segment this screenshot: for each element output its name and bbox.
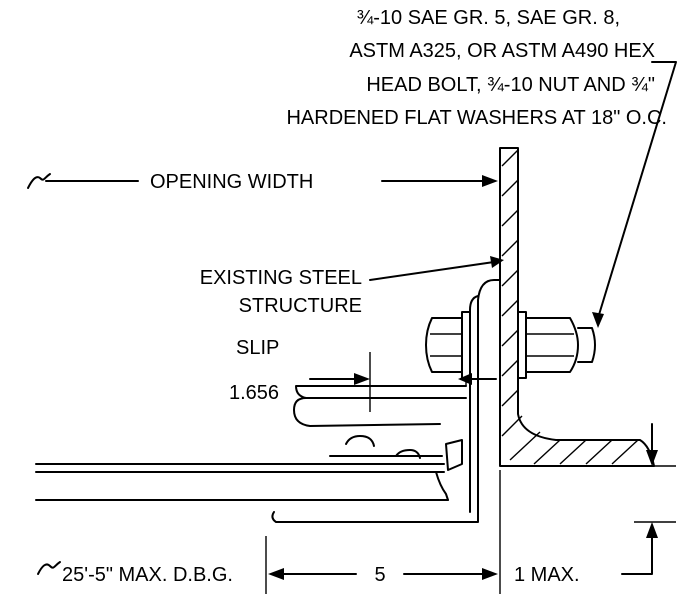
- existing-structure-callout: EXISTING STEEL STRUCTURE: [200, 256, 504, 317]
- bolt-spec-line-2: ASTM A325, OR ASTM A490 HEX: [349, 40, 655, 62]
- width-dimension: 5: [265, 470, 501, 594]
- slip-callout: SLIP 1.656: [229, 337, 497, 412]
- existing-steel-angle: [499, 147, 655, 467]
- bolt-leader: [592, 61, 677, 328]
- width-dimension-label: 5: [374, 564, 385, 586]
- hex-bolt-assembly: [425, 311, 596, 379]
- deck-plate: [35, 463, 479, 523]
- bolt-spec-line-3: HEAD BOLT, ¾-10 NUT AND ¾": [366, 74, 655, 96]
- span-dimension-label: 25'-5" MAX. D.B.G.: [62, 564, 233, 586]
- existing-structure-line-1: EXISTING STEEL: [200, 267, 362, 289]
- lip-clip-assembly: [293, 279, 501, 513]
- bolt-spec-note: ¾-10 SAE GR. 5, SAE GR. 8, ASTM A325, OR…: [286, 7, 667, 129]
- opening-width-label: OPENING WIDTH: [150, 171, 313, 193]
- gap-dimension: 1 MAX.: [514, 423, 676, 586]
- existing-structure-line-2: STRUCTURE: [239, 295, 362, 317]
- slip-value: 1.656: [229, 382, 279, 404]
- gap-dimension-label: 1 MAX.: [514, 564, 580, 586]
- bolt-spec-line-1: ¾-10 SAE GR. 5, SAE GR. 8,: [357, 7, 620, 29]
- bolt-spec-line-4: HARDENED FLAT WASHERS AT 18" O.C.: [286, 107, 667, 129]
- slip-label: SLIP: [236, 337, 279, 359]
- opening-width-callout: OPENING WIDTH: [27, 171, 498, 193]
- span-dimension: 25'-5" MAX. D.B.G.: [37, 561, 233, 586]
